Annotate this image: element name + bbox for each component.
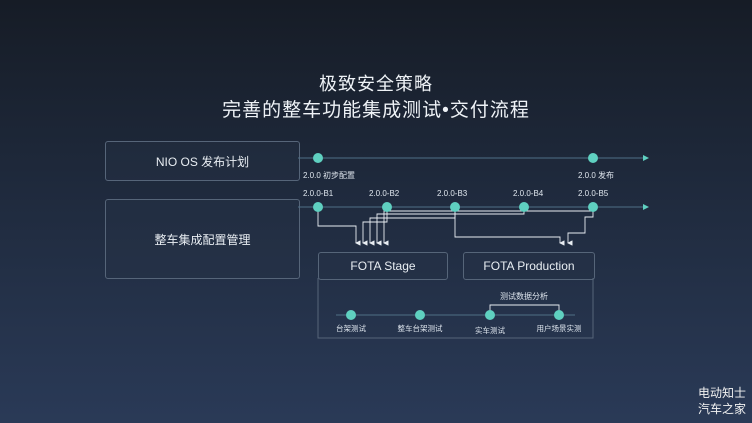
title-line-2: 完善的整车功能集成测试•交付流程 <box>222 100 530 121</box>
fota-production-label: FOTA Production <box>483 259 575 273</box>
build-label-b1: 2.0.0-B1 <box>303 189 334 198</box>
watermark-line-1: 电动知士 <box>697 386 746 400</box>
watermark: 电动知士 汽车之家 <box>698 385 746 417</box>
build-label-b5: 2.0.0-B5 <box>578 189 609 198</box>
fota-stage-label: FOTA Stage <box>350 259 416 273</box>
build-label-b4: 2.0.0-B4 <box>513 189 544 198</box>
release-start-node <box>313 153 323 163</box>
test-step-label-1: 台架测试 <box>336 323 366 333</box>
test-bracket <box>317 278 594 339</box>
test-step-label-2: 整车台架测试 <box>398 323 443 333</box>
test-node-3 <box>485 310 495 320</box>
release-plan-box: NIO OS 发布计划 <box>105 141 300 181</box>
test-step-label-3: 实车测试 <box>475 325 505 335</box>
test-step-label-4: 用户场景实测 <box>537 323 582 333</box>
build-label-b2: 2.0.0-B2 <box>369 189 400 198</box>
build-node-b4 <box>519 202 529 212</box>
config-management-box: 整车集成配置管理 <box>105 199 300 279</box>
build-node-b3 <box>450 202 460 212</box>
stage-connectors <box>317 207 594 246</box>
test-node-1 <box>346 310 356 320</box>
test-group-bracket <box>489 304 560 313</box>
build-node-b2 <box>382 202 392 212</box>
release-end-node <box>588 153 598 163</box>
test-node-2 <box>415 310 425 320</box>
build-node-b1 <box>313 202 323 212</box>
build-label-b3: 2.0.0-B3 <box>437 189 468 198</box>
test-group-label: 测试数据分析 <box>500 291 548 301</box>
build-node-b5 <box>588 202 598 212</box>
fota-production-box: FOTA Production <box>463 252 595 280</box>
config-management-label: 整车集成配置管理 <box>154 232 251 247</box>
watermark-line-2: 汽车之家 <box>697 402 746 416</box>
release-start-label: 2.0.0 初步配置 <box>303 170 355 180</box>
test-node-4 <box>554 310 564 320</box>
release-end-label: 2.0.0 发布 <box>578 170 614 180</box>
production-connectors <box>454 207 594 246</box>
fota-stage-box: FOTA Stage <box>318 252 448 280</box>
title-line-1: 极致安全策略 <box>319 74 433 94</box>
release-plan-label: NIO OS 发布计划 <box>155 154 250 169</box>
